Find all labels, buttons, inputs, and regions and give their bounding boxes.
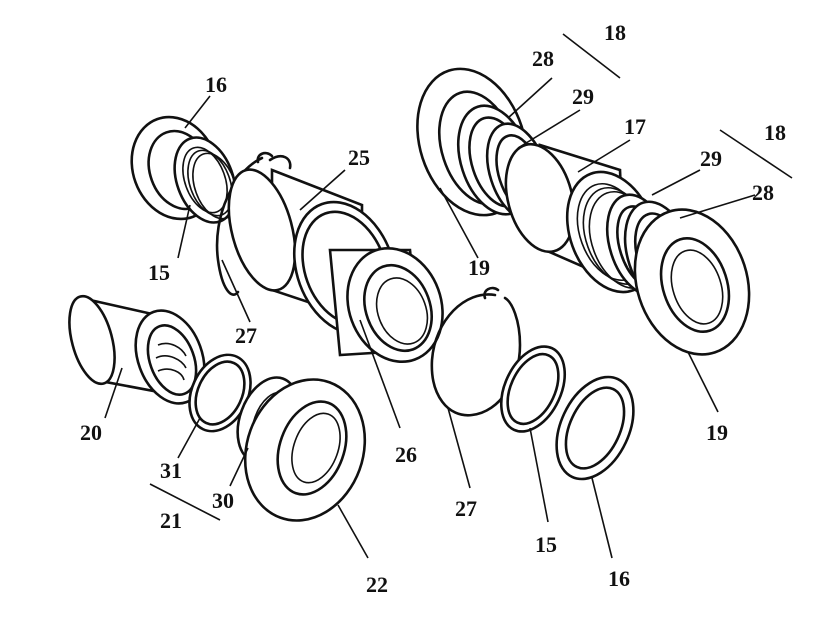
label-22: 22 [366, 572, 388, 597]
label-15-lower: 15 [535, 532, 557, 557]
label-19-upper: 19 [468, 255, 490, 280]
part-15-lower-o-ring [499, 345, 567, 433]
label-16-lower: 16 [608, 566, 630, 591]
label-26: 26 [395, 442, 417, 467]
part-27-lower-snap-ring [430, 286, 522, 417]
label-21: 21 [160, 508, 182, 533]
label-18-upper: 18 [604, 20, 626, 45]
part-25-main-housing [227, 168, 444, 364]
label-19-right: 19 [706, 420, 728, 445]
label-18-right: 18 [764, 120, 786, 145]
label-29-right: 29 [700, 146, 722, 171]
label-27-lower: 27 [455, 496, 477, 521]
label-25: 25 [348, 145, 370, 170]
label-28-upper: 28 [532, 46, 554, 71]
part-19-right-flange [633, 208, 751, 356]
label-16-upper: 16 [205, 72, 227, 97]
label-31: 31 [160, 458, 182, 483]
part-labels: 16 15 25 27 20 31 30 21 22 26 27 15 16 1… [80, 20, 786, 597]
leader-lines [104, 33, 793, 559]
label-29-upper: 29 [572, 84, 594, 109]
label-30: 30 [212, 488, 234, 513]
label-27-upper: 27 [235, 323, 257, 348]
part-16-lower-seal-ring [555, 375, 635, 481]
part-22-flange [243, 378, 367, 522]
label-20: 20 [80, 420, 102, 445]
label-28-right: 28 [752, 180, 774, 205]
label-17: 17 [624, 114, 646, 139]
label-15-upper: 15 [148, 260, 170, 285]
part-20-cylinder [68, 294, 206, 405]
